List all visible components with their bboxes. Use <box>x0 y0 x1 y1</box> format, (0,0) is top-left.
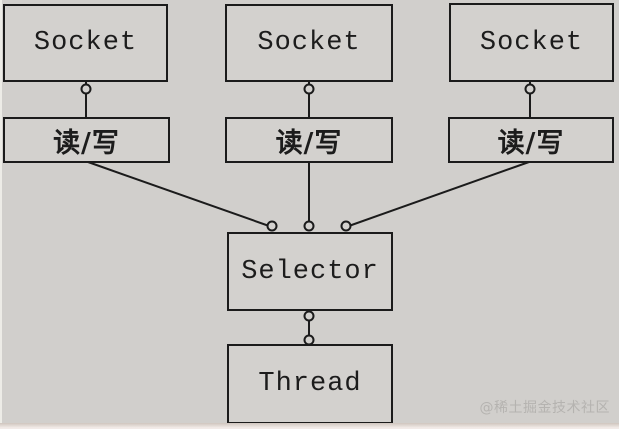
node-selector-label: Selector <box>241 256 379 287</box>
port-circle-socket2 <box>303 83 315 95</box>
node-socket-3: Socket <box>449 3 614 82</box>
node-socket-1-label: Socket <box>33 28 138 58</box>
connector-rw3-selector <box>345 161 530 228</box>
node-socket-2: Socket <box>225 4 393 82</box>
node-thread-label: Thread <box>258 369 362 399</box>
node-readwrite-2: 读/写 <box>225 117 393 163</box>
port-circle-socket1 <box>80 83 92 95</box>
connector-rw1-selector <box>87 161 273 228</box>
node-selector: Selector <box>227 232 393 311</box>
node-readwrite-1: 读/写 <box>3 117 170 163</box>
node-thread: Thread <box>227 344 393 424</box>
bottom-edge-artifact <box>0 423 619 429</box>
port-circle-selector-left <box>266 220 278 232</box>
node-socket-3-label: Socket <box>479 27 584 58</box>
port-circle-selector-right <box>340 220 352 232</box>
port-circle-selector-bottom <box>303 310 315 322</box>
node-readwrite-1-label: 读/写 <box>53 127 120 159</box>
node-readwrite-2-label: 读/写 <box>275 127 343 159</box>
port-circle-socket3 <box>524 83 536 95</box>
node-socket-1: Socket <box>3 4 168 82</box>
left-edge-artifact <box>0 0 2 429</box>
node-readwrite-3: 读/写 <box>448 117 614 163</box>
port-circle-selector-mid <box>303 220 315 232</box>
node-socket-2-label: Socket <box>257 28 361 58</box>
watermark: @稀土掘金技术社区 <box>479 400 610 416</box>
node-readwrite-3-label: 读/写 <box>497 127 565 159</box>
